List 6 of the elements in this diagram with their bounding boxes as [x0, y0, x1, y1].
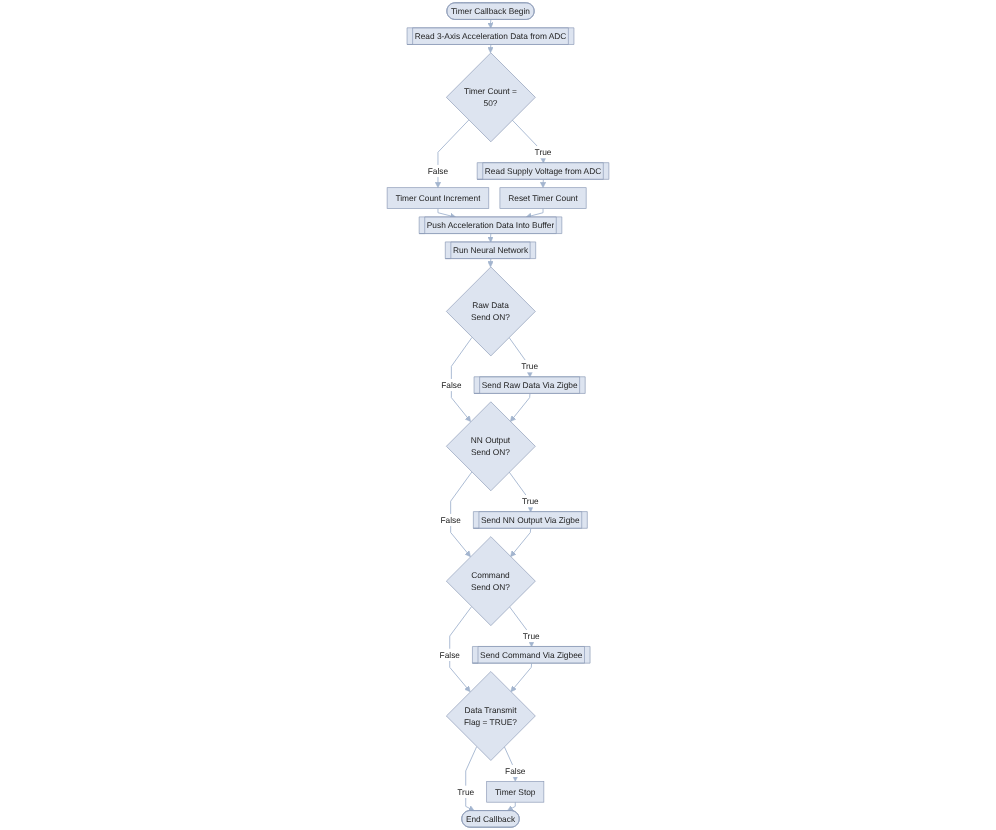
arrow — [540, 179, 547, 188]
arrow — [487, 233, 494, 243]
arrow — [487, 44, 494, 54]
arrow — [507, 801, 516, 812]
arrow — [487, 258, 494, 268]
arrow — [487, 19, 494, 29]
